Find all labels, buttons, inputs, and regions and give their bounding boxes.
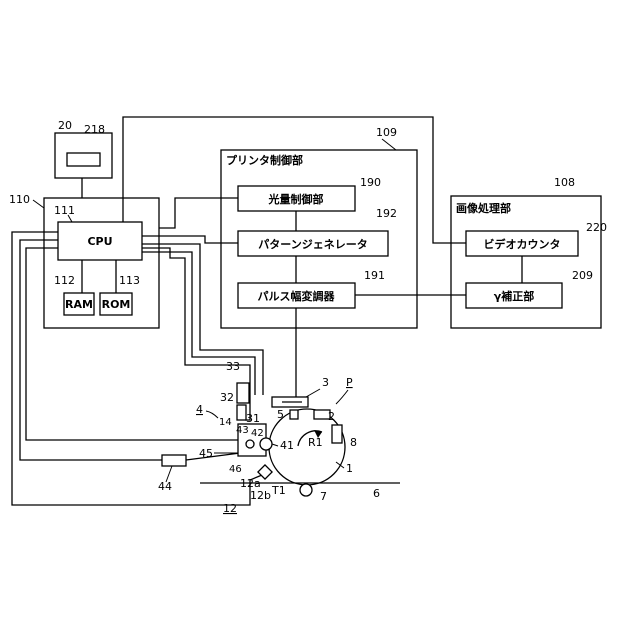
pwm-ref: 191 (364, 269, 385, 282)
process-leader (336, 390, 348, 404)
ram-label: RAM (65, 298, 93, 311)
exposure-leader (306, 389, 320, 397)
printer-ctrl-ref: 109 (376, 126, 397, 139)
part-5-ref: 5 (277, 408, 284, 421)
light-ctrl-label: 光量制御部 (268, 192, 324, 206)
cpu-label: CPU (87, 235, 112, 248)
controller-ref: 110 (9, 193, 30, 206)
transfer-roller (300, 484, 312, 496)
video-counter-label: ビデオカウンタ (484, 237, 561, 251)
part-43-ref: 43 (236, 425, 249, 436)
drum-rotation-label: R1 (308, 436, 323, 449)
image-proc-title: 画像処理部 (456, 201, 511, 215)
supply-roller (246, 440, 254, 448)
pattern-gen-label: パターンジェネレータ (258, 238, 367, 251)
cpu-ref: 111 (54, 204, 75, 217)
drum-ref: 1 (346, 462, 353, 475)
sensor-44-ref: 44 (158, 480, 172, 493)
charger-ref: 2 (328, 410, 335, 423)
part-14-ref: 14 (219, 417, 232, 428)
rom-ref: 113 (119, 274, 140, 287)
part-45-ref: 45 (199, 447, 213, 460)
part-32 (237, 405, 246, 420)
pattern-gen-ref: 192 (376, 207, 397, 220)
pwm-label: パルス幅変調器 (258, 289, 336, 303)
printer-ctrl-leader (382, 139, 396, 150)
gamma-label: γ補正部 (494, 289, 535, 303)
cleaner-ref: 12 (223, 502, 237, 515)
dev-unit-leader (206, 411, 218, 418)
display-ref: 218 (84, 123, 105, 136)
rom-label: ROM (102, 298, 131, 311)
sensor-44 (162, 455, 186, 466)
part-31-ref: 31 (246, 412, 260, 425)
display-screen (67, 153, 100, 166)
gamma-ref: 209 (572, 269, 593, 282)
video-counter-ref: 220 (586, 221, 607, 234)
display-group-ref: 20 (58, 119, 72, 132)
dev-roller (260, 438, 272, 450)
process-ref: P (346, 376, 353, 389)
part-8-ref: 8 (350, 436, 357, 449)
part-5 (290, 410, 298, 419)
sheet-ref: 6 (373, 487, 380, 500)
image-proc-ref: 108 (554, 176, 575, 189)
dev-unit-ref: 4 (196, 403, 203, 416)
part-32-ref: 32 (220, 391, 234, 404)
cleaner-12b-ref: 12b (250, 489, 271, 502)
printer-ctrl-title: プリンタ制御部 (226, 153, 303, 167)
ram-ref: 112 (54, 274, 75, 287)
exposure-ref: 3 (322, 376, 329, 389)
part-46-ref: 46 (229, 464, 242, 475)
hopper (237, 383, 249, 403)
transfer-ref: T1 (271, 484, 286, 497)
roller-7-ref: 7 (320, 490, 327, 503)
controller-leader (33, 200, 44, 208)
hopper-ref: 33 (226, 360, 240, 373)
part-8 (332, 425, 342, 443)
part-42-ref: 42 (251, 428, 264, 439)
part-41-ref: 41 (280, 439, 294, 452)
light-ctrl-ref: 190 (360, 176, 381, 189)
